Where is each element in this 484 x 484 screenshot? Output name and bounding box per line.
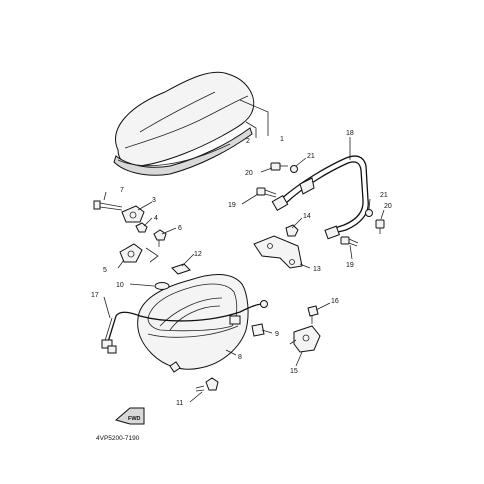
grommet-10: [154, 282, 170, 290]
label-18: 18: [346, 130, 354, 137]
label-19-right: 19: [346, 262, 354, 269]
fwd-label: FWD: [128, 416, 141, 422]
pad-12: [171, 263, 191, 275]
seat: [113, 71, 255, 176]
bolt-20-left: [270, 162, 288, 171]
label-21-left: 21: [307, 153, 315, 160]
washer-21-right: [365, 209, 373, 217]
label-19-left: 19: [228, 202, 236, 209]
label-13: 13: [313, 266, 321, 273]
label-11: 11: [176, 400, 183, 407]
label-10: 10: [116, 282, 124, 289]
clip-9: [251, 323, 265, 337]
label-16: 16: [331, 298, 339, 305]
part-labels: 1 2 3 4 5 6 7 8 9 10 11 12 13 14 15 16 1…: [91, 130, 392, 407]
leader-lines: [103, 99, 385, 403]
label-9: 9: [275, 331, 279, 338]
label-4: 4: [154, 215, 158, 222]
label-3: 3: [152, 197, 156, 204]
label-6: 6: [178, 225, 182, 232]
nut-14: [285, 224, 299, 237]
hinge-5: [119, 243, 159, 263]
seat-lock-cable: [101, 300, 268, 354]
bolt-19-left: [256, 187, 277, 198]
bolt-19-right: [340, 236, 359, 247]
label-7: 7: [120, 187, 124, 194]
label-21-right: 21: [380, 192, 388, 199]
storage-box: [137, 274, 249, 373]
label-14: 14: [303, 213, 311, 220]
label-1: 1: [280, 136, 284, 143]
bolt-20-right: [375, 219, 385, 234]
label-2: 2: [246, 138, 250, 145]
seat-lock-15: [289, 325, 321, 353]
label-20-left: 20: [245, 170, 253, 177]
label-20-right: 20: [384, 203, 392, 210]
grab-bar: [271, 155, 369, 240]
bolt-11: [195, 377, 219, 392]
label-8: 8: [238, 354, 242, 361]
bolt-7: [93, 200, 123, 211]
label-17: 17: [91, 292, 99, 299]
label-5: 5: [103, 267, 107, 274]
drawing-code: 4VP5200-7190: [96, 435, 140, 442]
front-direction-marker: FWD: [114, 407, 145, 425]
bracket-13: [253, 235, 303, 269]
bolt-16: [307, 305, 319, 324]
washer-21-left: [290, 165, 298, 173]
label-15: 15: [290, 368, 298, 375]
label-12: 12: [194, 251, 202, 258]
bolt-6: [153, 229, 167, 247]
